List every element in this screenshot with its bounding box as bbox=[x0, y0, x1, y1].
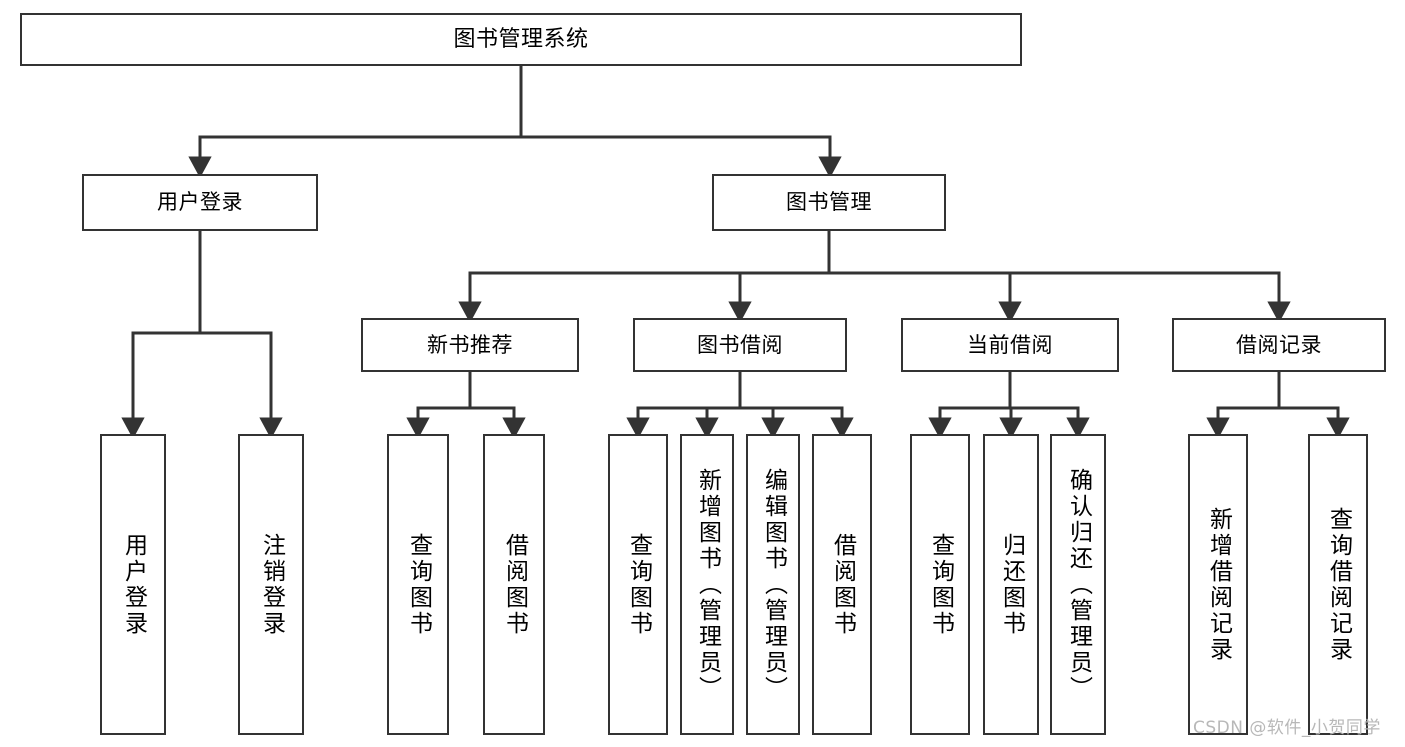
node-leaf-query-book-3-label: 查询图书 bbox=[927, 532, 954, 637]
node-leaf-query-book-2-label: 查询图书 bbox=[625, 532, 652, 637]
node-borrow-record-label: 借阅记录 bbox=[1236, 332, 1322, 357]
node-book-manage[interactable]: 图书管理 bbox=[712, 174, 946, 231]
node-leaf-add-book[interactable]: 新增图书（管理员） bbox=[680, 434, 734, 735]
node-leaf-user-login[interactable]: 用户登录 bbox=[100, 434, 166, 735]
node-leaf-user-login-label: 用户登录 bbox=[120, 532, 147, 637]
node-leaf-return-book[interactable]: 归还图书 bbox=[983, 434, 1039, 735]
node-current-borrow-label: 当前借阅 bbox=[967, 332, 1053, 357]
node-book-borrow-label: 图书借阅 bbox=[697, 332, 783, 357]
node-leaf-edit-book[interactable]: 编辑图书（管理员） bbox=[746, 434, 800, 735]
node-book-borrow[interactable]: 图书借阅 bbox=[633, 318, 847, 372]
node-leaf-user-logout[interactable]: 注销登录 bbox=[238, 434, 304, 735]
node-user-login-label: 用户登录 bbox=[157, 190, 243, 215]
node-leaf-borrow-book-1[interactable]: 借阅图书 bbox=[483, 434, 545, 735]
node-leaf-confirm-return-label: 确认归还（管理员） bbox=[1065, 467, 1092, 702]
node-borrow-record[interactable]: 借阅记录 bbox=[1172, 318, 1386, 372]
node-leaf-return-book-label: 归还图书 bbox=[998, 532, 1025, 637]
watermark: CSDN @软件_小贺同学 bbox=[1193, 718, 1381, 738]
node-leaf-edit-book-label: 编辑图书（管理员） bbox=[760, 467, 787, 702]
node-leaf-confirm-return[interactable]: 确认归还（管理员） bbox=[1050, 434, 1106, 735]
node-current-borrow[interactable]: 当前借阅 bbox=[901, 318, 1119, 372]
node-new-book-rec[interactable]: 新书推荐 bbox=[361, 318, 579, 372]
node-leaf-borrow-book-1-label: 借阅图书 bbox=[501, 532, 528, 637]
node-leaf-borrow-book-2[interactable]: 借阅图书 bbox=[812, 434, 872, 735]
node-leaf-borrow-book-2-label: 借阅图书 bbox=[829, 532, 856, 637]
node-leaf-query-book-3[interactable]: 查询图书 bbox=[910, 434, 970, 735]
node-leaf-query-record[interactable]: 查询借阅记录 bbox=[1308, 434, 1368, 735]
node-root-label: 图书管理系统 bbox=[453, 26, 589, 52]
node-leaf-add-record-label: 新增借阅记录 bbox=[1205, 506, 1232, 663]
node-leaf-user-logout-label: 注销登录 bbox=[258, 532, 285, 637]
node-leaf-query-book-1-label: 查询图书 bbox=[405, 532, 432, 637]
node-book-manage-label: 图书管理 bbox=[786, 190, 872, 215]
node-root[interactable]: 图书管理系统 bbox=[20, 13, 1022, 66]
node-leaf-query-book-2[interactable]: 查询图书 bbox=[608, 434, 668, 735]
node-leaf-query-record-label: 查询借阅记录 bbox=[1325, 506, 1352, 663]
node-leaf-add-book-label: 新增图书（管理员） bbox=[694, 467, 721, 702]
node-user-login[interactable]: 用户登录 bbox=[82, 174, 318, 231]
node-new-book-rec-label: 新书推荐 bbox=[427, 332, 513, 357]
node-leaf-query-book-1[interactable]: 查询图书 bbox=[387, 434, 449, 735]
node-leaf-add-record[interactable]: 新增借阅记录 bbox=[1188, 434, 1248, 735]
